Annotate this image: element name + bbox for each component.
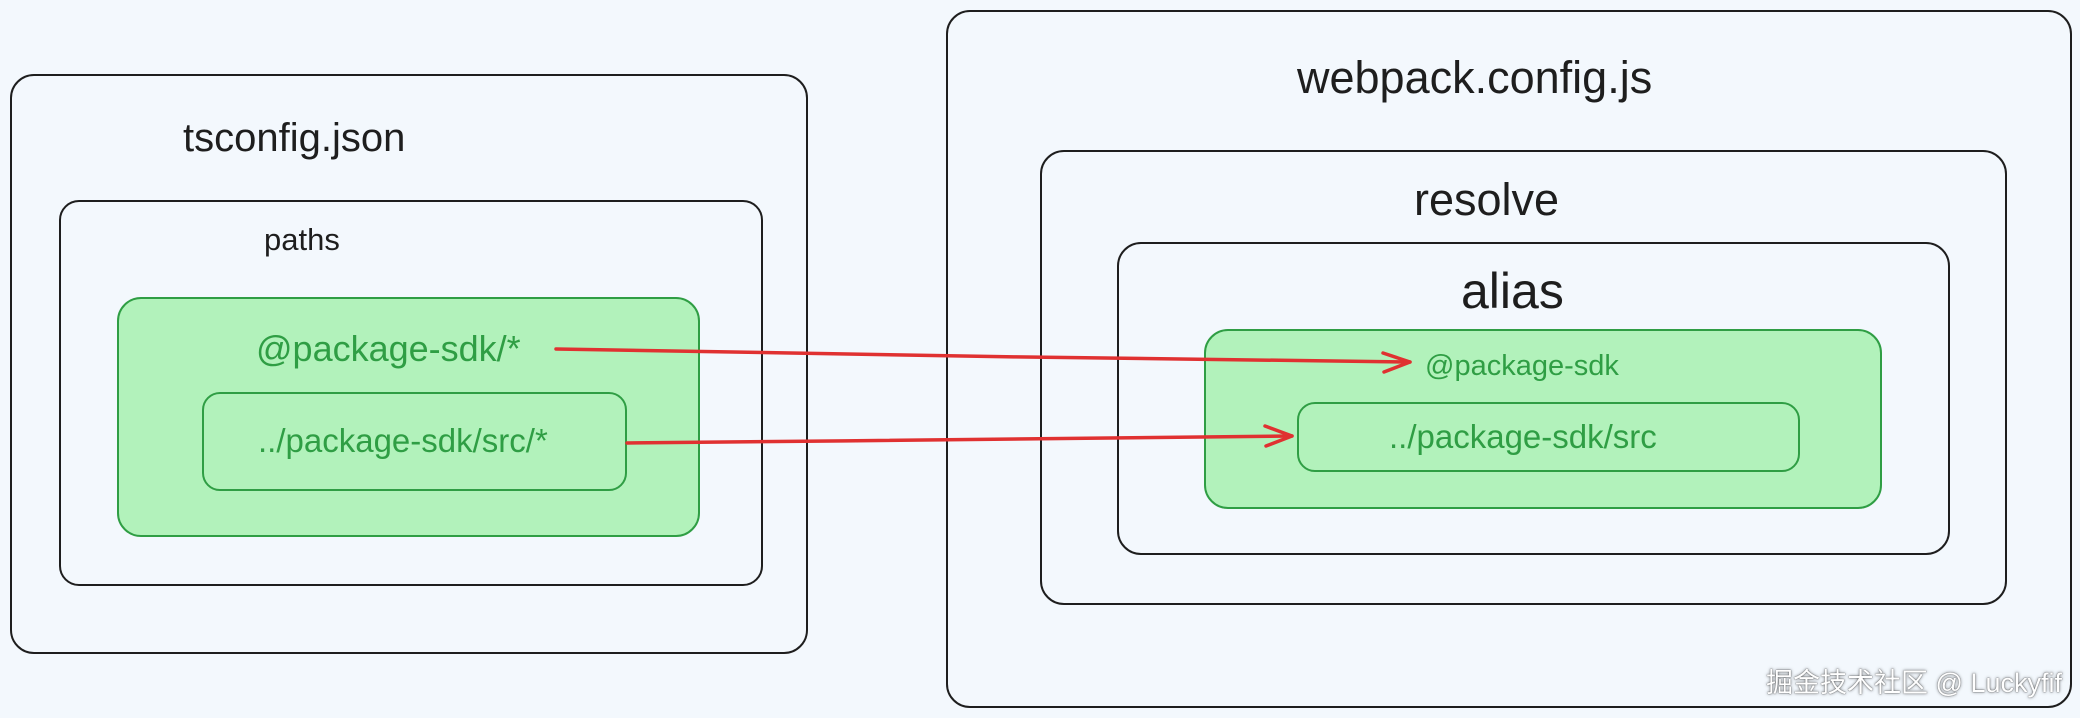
- arrow-value-mapping: [625, 424, 1294, 448]
- paths-box: [59, 200, 763, 586]
- resolve-box: [1040, 150, 2007, 605]
- alias-entry-box: [1204, 329, 1882, 509]
- webpack-title: webpack.config.js: [1297, 52, 1653, 103]
- paths-value: ../package-sdk/src/*: [258, 422, 548, 459]
- webpack-box: [946, 10, 2072, 708]
- tsconfig-title: tsconfig.json: [183, 116, 406, 160]
- alias-key: @package-sdk: [1425, 350, 1619, 382]
- tsconfig-box: [10, 74, 808, 654]
- watermark-text: 掘金技术社区 @ Luckyfif: [1766, 668, 2062, 698]
- alias-value: ../package-sdk/src: [1389, 418, 1657, 455]
- alias-box: [1117, 242, 1950, 555]
- alias-label: alias: [1461, 263, 1564, 319]
- paths-label: paths: [264, 222, 340, 257]
- paths-value-box: [202, 392, 627, 491]
- resolve-label: resolve: [1414, 174, 1560, 225]
- arrow-key-mapping: [554, 347, 1412, 374]
- paths-entry-box: [117, 297, 700, 537]
- paths-key: @package-sdk/*: [256, 328, 521, 369]
- alias-value-box: [1297, 402, 1800, 472]
